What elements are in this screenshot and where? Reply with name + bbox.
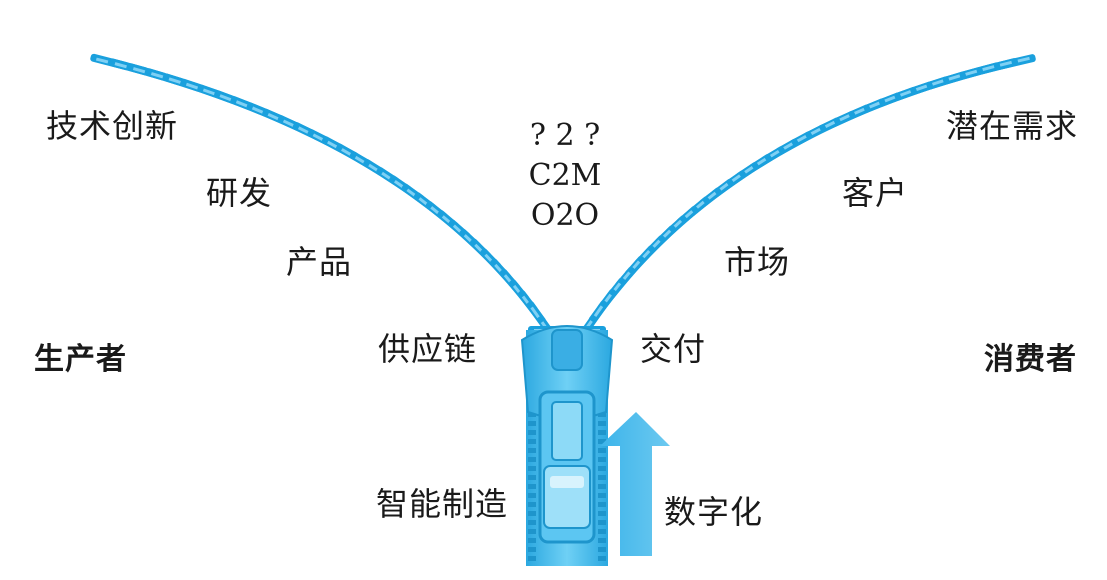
zipper-tooth-closed	[598, 547, 606, 552]
zipper-tooth-closed	[528, 493, 536, 498]
label-producer: 生产者	[34, 342, 127, 377]
up-arrow-icon	[600, 412, 670, 556]
label-delivery: 交付	[640, 330, 707, 368]
business-models: ? 2 ? C2M O2O	[500, 116, 630, 236]
zipper-tooth-closed	[598, 439, 606, 444]
zipper-tooth-closed	[598, 502, 606, 507]
zipper-tooth-closed	[598, 448, 606, 453]
zipper-tooth-closed	[528, 439, 536, 444]
zipper-tooth-closed	[528, 421, 536, 426]
zipper-tooth-closed	[598, 430, 606, 435]
zipper-tooth-closed	[598, 475, 606, 480]
label-rnd: 研发	[206, 174, 273, 212]
zipper-tooth-closed	[528, 484, 536, 489]
zipper-tooth-closed	[528, 556, 536, 561]
label-product: 产品	[286, 243, 353, 281]
zipper-tooth-closed	[528, 448, 536, 453]
label-latent-demand: 潜在需求	[946, 107, 1079, 145]
label-tech-innovation: 技术创新	[46, 107, 179, 145]
label-digitalization: 数字化	[664, 493, 764, 531]
zipper-tooth-closed	[598, 466, 606, 471]
zipper-tooth-closed	[528, 529, 536, 534]
model-line-2: C2M	[528, 158, 602, 193]
zipper-tooth-closed	[598, 520, 606, 525]
label-customer: 客户	[842, 174, 909, 212]
zipper-tooth-closed	[528, 502, 536, 507]
zipper-tooth-closed	[528, 547, 536, 552]
zipper-tooth-closed	[598, 421, 606, 426]
zipper-tooth-closed	[528, 475, 536, 480]
zipper-tooth-closed	[528, 520, 536, 525]
label-smart-manufacturing: 智能制造	[376, 485, 509, 523]
zipper-tooth-closed	[528, 430, 536, 435]
model-line-1: ? 2 ?	[529, 118, 601, 153]
zipper-tooth-closed	[528, 538, 536, 543]
zipper-teeth-right	[566, 54, 1036, 336]
zipper-tooth-closed	[528, 457, 536, 462]
label-supply-chain: 供应链	[378, 330, 478, 368]
zipper-tooth-closed	[598, 556, 606, 561]
zipper-tooth-closed	[598, 457, 606, 462]
zipper-tooth-closed	[598, 538, 606, 543]
zipper-slider	[520, 325, 614, 544]
label-market: 市场	[724, 243, 791, 281]
zipper-tooth-closed	[598, 511, 606, 516]
zipper-tooth-closed	[598, 529, 606, 534]
label-consumer: 消费者	[984, 342, 1077, 377]
zipper-tooth-closed	[598, 484, 606, 489]
zipper-tooth-closed	[528, 466, 536, 471]
zipper-tooth-closed	[598, 493, 606, 498]
zipper-teeth-left	[90, 53, 568, 337]
model-line-3: O2O	[530, 198, 600, 233]
zipper-tooth-closed	[528, 511, 536, 516]
zipper-tooth-closed	[528, 412, 536, 417]
zipper-tooth-closed	[598, 412, 606, 417]
